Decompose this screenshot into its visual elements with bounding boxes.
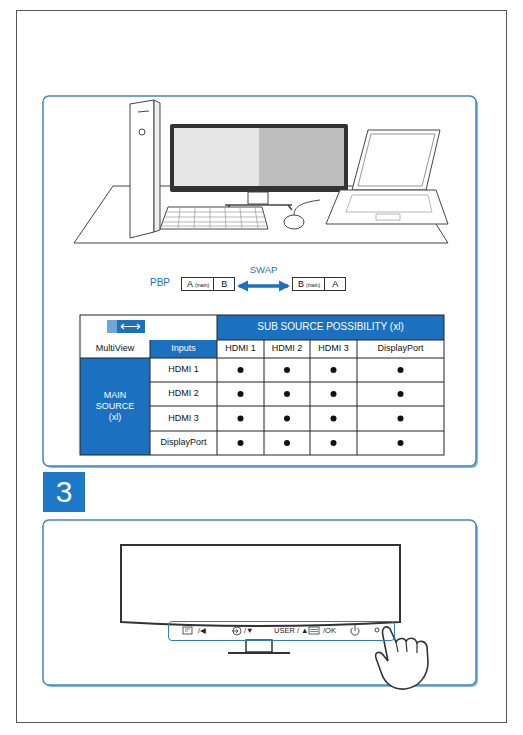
- availability-dot: [398, 440, 404, 446]
- table-cell-text: DisplayPort: [160, 437, 206, 448]
- table-cell: HDMI 3: [150, 406, 217, 431]
- table-cell: HDMI 1: [217, 340, 264, 358]
- table-header-text: Inputs: [171, 343, 196, 354]
- availability-dot: [331, 391, 337, 397]
- table-cell-text: HDMI 3: [168, 413, 199, 424]
- table-cell: DisplayPort: [150, 431, 217, 455]
- step-text: 3: [56, 477, 73, 507]
- table-cell: HDMI 1: [150, 358, 217, 382]
- table-cell-text: HDMI 1: [225, 343, 256, 354]
- pbp-cell: B(main): [293, 278, 324, 290]
- table-cell: HDMI 2: [264, 340, 310, 358]
- table-header: Inputs: [150, 340, 217, 358]
- button-bar: /◀ /▼ USER / ▲ /OK: [168, 621, 395, 641]
- step-number: 3: [43, 472, 85, 512]
- button-label: /▼: [244, 626, 254, 636]
- availability-dot: [331, 367, 337, 373]
- availability-dot: [238, 391, 244, 397]
- pbp-box: A(main) B: [181, 277, 235, 291]
- availability-dot: [398, 391, 404, 397]
- availability-dot: [238, 367, 244, 373]
- table-header: MAIN SOURCE (xl): [80, 358, 150, 455]
- table-cell-text: DisplayPort: [377, 343, 423, 354]
- table-cell: HDMI 3: [310, 340, 357, 358]
- availability-dot: [238, 440, 244, 446]
- availability-dot: [284, 391, 290, 397]
- logo-text: MultiView: [80, 340, 150, 358]
- table-cell-text: HDMI 2: [168, 388, 199, 399]
- main-tag: (main): [195, 282, 209, 288]
- table-cell-text: HDMI 3: [318, 343, 349, 354]
- pbp-label: PBP: [140, 276, 180, 290]
- table-cell: HDMI 2: [150, 382, 217, 406]
- availability-dot: [284, 416, 290, 422]
- window-name: A: [332, 278, 338, 290]
- pbp-cell: A: [324, 278, 345, 290]
- window-name: A: [187, 278, 193, 290]
- availability-dot: [284, 367, 290, 373]
- main-tag: (main): [306, 282, 320, 288]
- table-cell: DisplayPort: [357, 340, 444, 358]
- table-cell-text: HDMI 2: [272, 343, 303, 354]
- table-header-text: MAIN SOURCE (xl): [92, 390, 138, 424]
- window-name: B: [221, 278, 227, 290]
- availability-dot: [398, 367, 404, 373]
- pbp-cell: A(main): [182, 278, 213, 290]
- pbp-cell: B: [213, 278, 234, 290]
- button-label: USER / ▲: [274, 626, 309, 636]
- table-cell-text: HDMI 1: [168, 364, 199, 375]
- availability-dot: [284, 440, 290, 446]
- availability-dot: [331, 440, 337, 446]
- button-label: /◀: [198, 626, 206, 636]
- edge-label: SWAP: [234, 263, 294, 276]
- swap-arrow: [239, 284, 288, 288]
- table-header-text: SUB SOURCE POSSIBILITY (xl): [257, 321, 404, 334]
- pbp-label-text: PBP: [150, 277, 170, 290]
- availability-dot: [398, 416, 404, 422]
- pbp-box: B(main) A: [292, 277, 346, 291]
- edge-label-text: SWAP: [249, 264, 279, 275]
- availability-dot: [238, 416, 244, 422]
- window-name: B: [298, 278, 304, 290]
- button-label: /OK: [323, 626, 336, 636]
- table-header: SUB SOURCE POSSIBILITY (xl): [217, 315, 444, 340]
- availability-dot: [331, 416, 337, 422]
- logo-text-text: MultiView: [96, 343, 134, 354]
